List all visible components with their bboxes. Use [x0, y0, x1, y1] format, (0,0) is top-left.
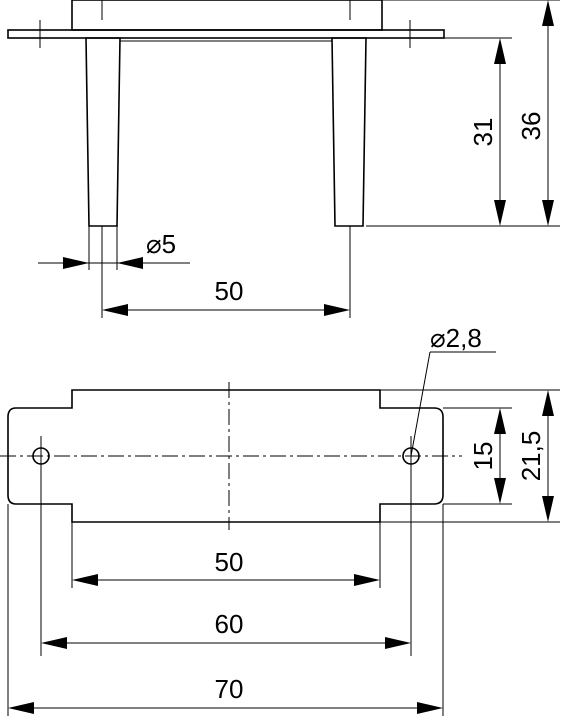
dim-70-arrow-left [8, 702, 34, 714]
dim-15-text: 15 [468, 442, 498, 471]
dim-50-bottom-arrow-left [72, 574, 98, 586]
dim-70-arrow-right [417, 702, 443, 714]
dim-31-arrow-top [494, 38, 506, 64]
dim-215-arrow-top [542, 390, 554, 416]
dim-d5-arrow-right [117, 257, 143, 269]
dim-36-text: 36 [516, 112, 546, 141]
dim-50-top-arrow-left [102, 304, 128, 316]
dim-15-arrow-bottom [494, 478, 506, 504]
dim-215-text: 21,5 [516, 431, 546, 482]
dim-60-text: 60 [215, 609, 244, 639]
dim-d5-arrow-left [63, 257, 89, 269]
left-pin [85, 37, 121, 227]
dim-31-arrow-bottom [494, 200, 506, 226]
dim-50-bottom-arrow-right [354, 574, 380, 586]
dim-15-arrow-top [494, 408, 506, 434]
dim-36-arrow-top [542, 0, 554, 26]
dim-60-arrow-left [41, 637, 67, 649]
plan-view: ⌀2,8 15 21,5 50 60 70 [0, 323, 560, 716]
dim-d5-text: ⌀5 [146, 229, 176, 259]
right-pin [331, 37, 367, 227]
dim-50-top-arrow-right [324, 304, 350, 316]
dim-36-arrow-bottom [542, 200, 554, 226]
dim-31-text: 31 [468, 118, 498, 147]
dim-70-text: 70 [215, 674, 244, 704]
side-view: 31 36 ⌀5 50 [7, 0, 560, 318]
dim-50-bottom-text: 50 [215, 547, 244, 577]
housing-block [71, 0, 383, 31]
dim-60-arrow-right [385, 637, 411, 649]
dim-215-arrow-bottom [542, 496, 554, 522]
dim-d28-text: ⌀2,8 [430, 323, 482, 353]
hole-leader-line [410, 351, 431, 457]
dim-50-top-text: 50 [215, 276, 244, 306]
flange-plate [7, 29, 445, 39]
